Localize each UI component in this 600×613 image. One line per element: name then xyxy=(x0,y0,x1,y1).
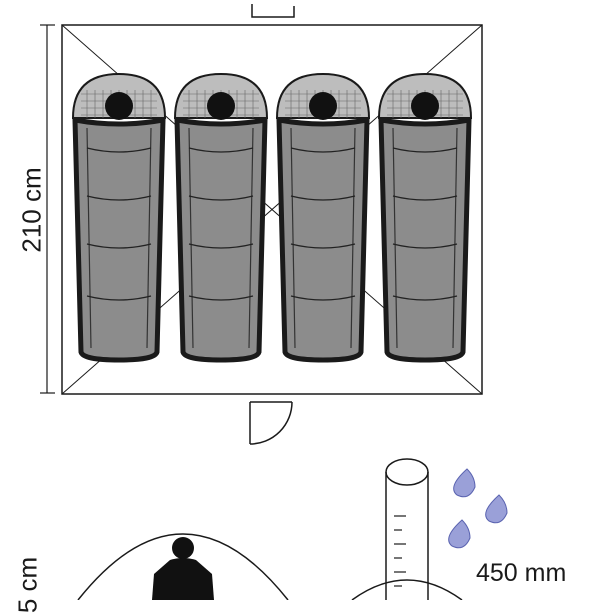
sleeping-bag xyxy=(173,72,269,363)
head-circle xyxy=(411,92,439,120)
water-drop-icon xyxy=(453,468,476,498)
gauge-top xyxy=(385,458,429,486)
bag-quilt-line xyxy=(290,147,356,153)
bag-quilt-line xyxy=(86,195,152,201)
water-column-label: 450 mm xyxy=(476,559,567,587)
person-silhouette xyxy=(152,537,214,600)
bag-quilt-line xyxy=(86,295,152,301)
tent-dome-outline xyxy=(77,533,289,600)
head-circle xyxy=(105,92,133,120)
water-column-gauge xyxy=(351,458,463,600)
bag-quilt-line xyxy=(188,195,254,201)
gauge-ticks xyxy=(394,515,406,587)
top-door-marker xyxy=(251,4,295,18)
bag-quilt-line xyxy=(290,243,356,249)
water-drops xyxy=(448,468,508,549)
bag-quilt-line xyxy=(392,243,458,249)
floor-outline xyxy=(61,24,483,395)
sleeping-bags xyxy=(71,72,473,363)
bag-inner-edge xyxy=(188,127,254,349)
head-circle xyxy=(309,92,337,120)
depth-dimension-line xyxy=(40,24,55,394)
depth-dimension-label: 210 cm xyxy=(16,167,47,253)
tent-profile xyxy=(77,533,289,600)
bag-body xyxy=(174,116,268,363)
head-circle xyxy=(207,92,235,120)
bag-body xyxy=(276,116,370,363)
bag-quilt-line xyxy=(392,295,458,301)
bag-quilt-line xyxy=(290,295,356,301)
sleeping-bag xyxy=(275,72,371,363)
water-drop-icon xyxy=(448,519,471,549)
bag-quilt-line xyxy=(290,195,356,201)
bag-inner-edge xyxy=(86,127,152,349)
sleeping-bag xyxy=(71,72,167,363)
bag-inner-edge xyxy=(290,127,356,349)
bag-inner-edge xyxy=(392,127,458,349)
water-drop-icon xyxy=(485,494,508,524)
bag-body xyxy=(378,116,472,363)
bag-quilt-line xyxy=(86,147,152,153)
bag-quilt-line xyxy=(392,147,458,153)
bag-quilt-line xyxy=(188,295,254,301)
tent-specification-diagram xyxy=(40,4,508,600)
bag-body xyxy=(72,116,166,363)
sleeping-bag xyxy=(377,72,473,363)
bag-quilt-line xyxy=(86,243,152,249)
bag-quilt-line xyxy=(188,243,254,249)
front-door-marker xyxy=(249,401,293,445)
height-dimension-label: 5 cm xyxy=(12,556,43,613)
bag-quilt-line xyxy=(188,147,254,153)
bag-quilt-line xyxy=(392,195,458,201)
gauge-base xyxy=(351,579,463,600)
